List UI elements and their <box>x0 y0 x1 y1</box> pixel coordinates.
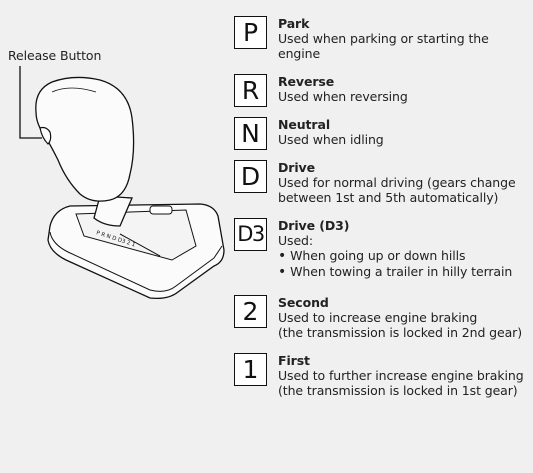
gear-symbol-box: D <box>234 160 267 193</box>
gear-title: First <box>278 353 310 368</box>
release-button <box>39 126 52 145</box>
gear-description-line: Used for normal driving (gears change <box>278 175 516 190</box>
gear-bullet-item: When going up or down hills <box>278 248 530 264</box>
gear-description-line: Used when reversing <box>278 89 408 104</box>
gear-title: Park <box>278 16 310 31</box>
gear-description-line: engine <box>278 46 321 61</box>
gear-symbol-box: R <box>234 74 267 107</box>
gear-title: Second <box>278 295 329 310</box>
gear-description-line: (the transmission is locked in 1st gear) <box>278 383 518 398</box>
gear-description-line: Used when parking or starting the <box>278 31 489 46</box>
gear-symbol-box: N <box>234 117 267 150</box>
gear-symbol-box: D3 <box>234 218 267 251</box>
gear-description-line: Used when idling <box>278 132 384 147</box>
gear-shifter-illustration: P R N D D3 2 1 <box>19 66 225 300</box>
gear-title: Drive <box>278 160 315 175</box>
release-button-label: Release Button <box>8 48 102 63</box>
gear-description-line: Used: <box>278 233 313 248</box>
gear-bullet-item: When towing a trailer in hilly terrain <box>278 264 530 280</box>
gear-description-line: Used to further increase engine braking <box>278 368 524 383</box>
shifter-shaft <box>93 195 133 227</box>
gear-symbol-box: 2 <box>234 295 267 328</box>
gear-title: Reverse <box>278 74 335 89</box>
gear-title: Drive (D3) <box>278 218 350 233</box>
indicator-window <box>149 205 173 215</box>
release-button-leader-line <box>19 66 42 139</box>
gear-symbol-box: 1 <box>234 353 267 386</box>
gear-description-line: Used to increase engine braking <box>278 310 478 325</box>
gear-symbol-box: P <box>234 16 267 49</box>
gear-description-line: between 1st and 5th automatically) <box>278 190 499 205</box>
gear-description-line: (the transmission is locked in 2nd gear) <box>278 325 522 340</box>
gear-title: Neutral <box>278 117 330 132</box>
